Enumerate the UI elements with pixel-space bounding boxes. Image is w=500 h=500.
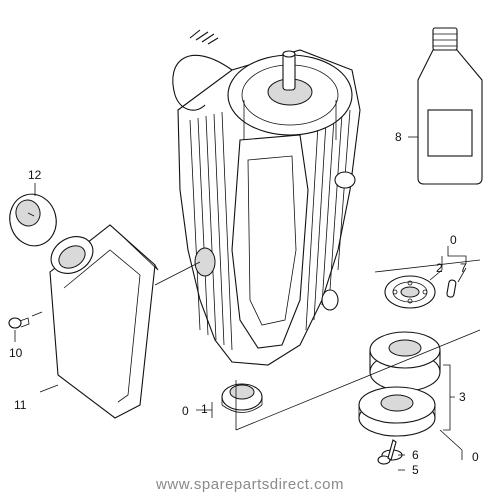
part-2-bearing [384,275,436,309]
leader-lines [154,246,481,471]
callout-1: 1 [201,402,208,416]
part-12-cap [9,183,57,247]
callout-11: 11 [14,398,27,412]
callout-2: 2 [436,261,443,275]
callout-0-top: 0 [450,233,457,247]
callout-0-right: 0 [472,450,479,464]
part-7-pin [446,279,457,298]
part-5-screw [377,439,397,465]
callout-3: 3 [459,390,466,404]
part-8-bottle [408,27,483,185]
part-10-screw [8,311,43,342]
callout-5: 5 [412,463,419,477]
part-3-upper-bushing [369,331,441,392]
callout-0-left: 0 [182,404,189,418]
callout-7: 7 [460,261,467,275]
callout-10: 10 [9,346,23,360]
part-3-lower-bushing [358,386,436,437]
site-url: www.sparepartsdirect.com [156,476,344,493]
part-1-ring [221,383,263,413]
callout-12: 12 [28,168,42,182]
callout-8: 8 [395,130,402,144]
motor-housing [172,29,361,366]
callout-labels: 0 2 7 8 12 10 11 0 1 3 6 5 0 [9,130,479,477]
callout-6: 6 [412,448,419,462]
part-11-box [39,224,159,419]
